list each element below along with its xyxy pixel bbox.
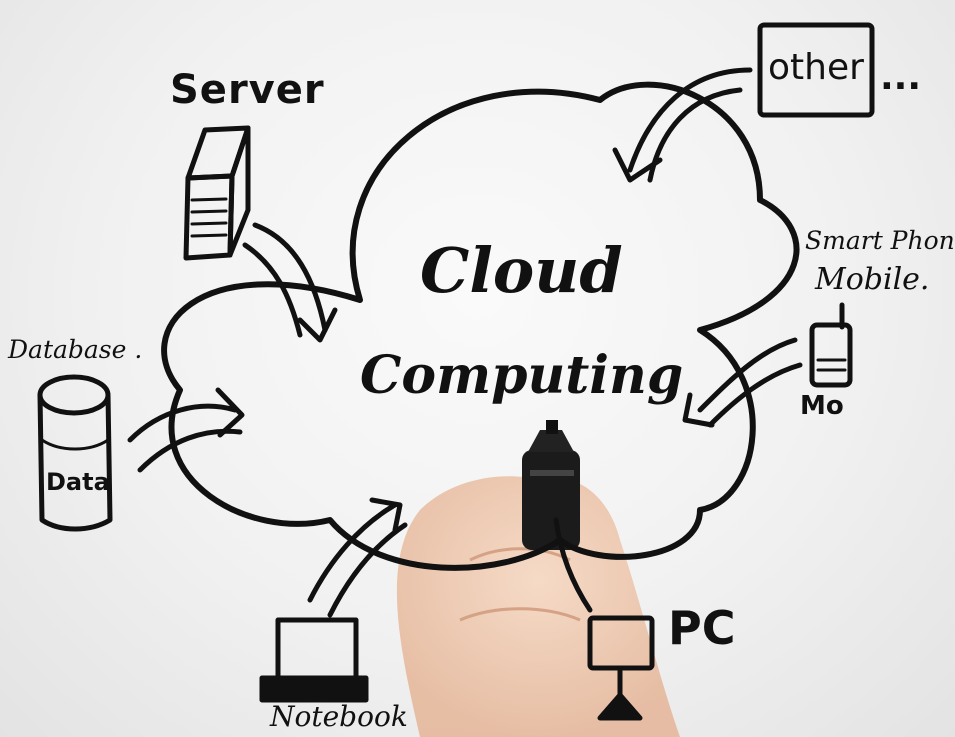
notebook-label: Notebook [270, 700, 408, 733]
server-label: Server [170, 67, 325, 113]
mobile-label: Mobile. [815, 262, 930, 297]
computing-title: Computing [360, 345, 684, 406]
database-label: Database . [8, 335, 143, 364]
arrow-other [612, 67, 753, 183]
box-icon [757, 22, 875, 118]
server-icon [183, 125, 251, 261]
phone-icon [809, 302, 853, 388]
arrow-server [242, 222, 338, 343]
pc-label: PC [668, 601, 736, 655]
monitor-icon [587, 615, 655, 721]
arrow-pc [553, 517, 593, 613]
arrow-database [127, 387, 245, 473]
smartphone-label: Smart Phone . [805, 226, 955, 255]
other-ellipsis: ... [880, 57, 922, 98]
laptop-icon [259, 617, 369, 703]
other-label: other [768, 47, 864, 88]
arrow-notebook [307, 497, 408, 618]
phone-note: Mo [800, 391, 844, 421]
hand-illustration [396, 420, 680, 737]
arrow-phone [682, 337, 803, 428]
database-icon [37, 374, 113, 532]
cloud-title: Cloud [420, 234, 623, 307]
database-inner-label: Data [46, 468, 110, 496]
